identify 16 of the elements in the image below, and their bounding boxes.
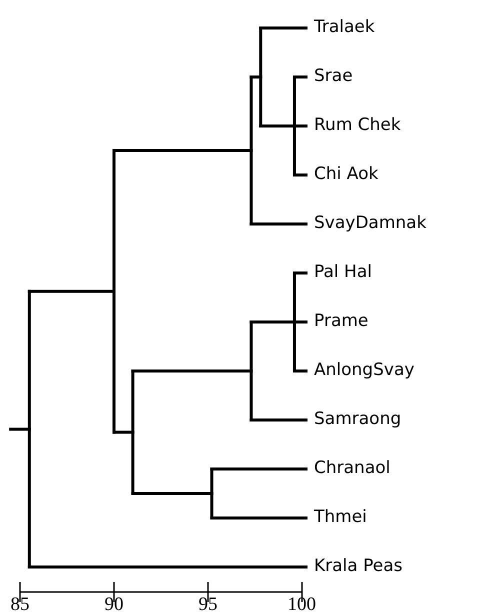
leaf-label: Chi Aok (314, 164, 378, 184)
leaf-label: AnlongSvay (314, 360, 414, 380)
leaf-label: Samraong (314, 409, 402, 429)
leaf-label: Tralaek (314, 17, 375, 37)
leaf-label: Rum Chek (314, 115, 401, 135)
leaf-label: Pal Hal (314, 262, 372, 282)
tick-label: 85 (10, 594, 30, 616)
tick-label: 95 (198, 594, 218, 616)
leaf-label: Krala Peas (314, 556, 402, 576)
leaf-label: Prame (314, 311, 368, 331)
tick-label: 100 (288, 594, 316, 616)
leaf-label: Srae (314, 66, 353, 86)
leaf-label: Thmei (314, 507, 367, 527)
leaf-label: Chranaol (314, 458, 390, 478)
tick-label: 90 (104, 594, 124, 616)
leaf-label: SvayDamnak (314, 213, 426, 233)
